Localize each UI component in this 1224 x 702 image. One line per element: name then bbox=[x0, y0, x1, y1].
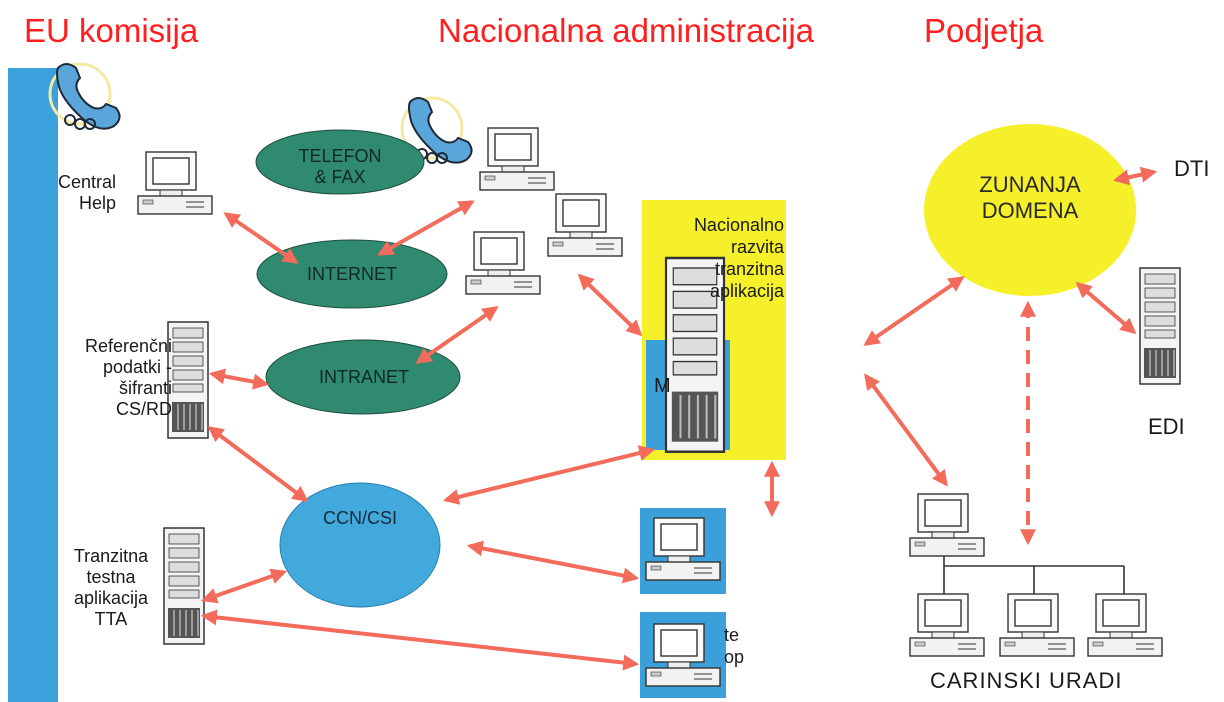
arrow bbox=[466, 540, 640, 584]
ccn-csi-node bbox=[279, 482, 441, 608]
national-app-label: Nacionalno razvita tranzitna aplikacija bbox=[693, 215, 784, 301]
arrow bbox=[200, 568, 288, 604]
arrow bbox=[207, 426, 309, 502]
arrow bbox=[200, 609, 640, 671]
internet-label: INTERNET bbox=[307, 264, 397, 284]
national-computer-icon bbox=[547, 193, 623, 257]
zunanja-domena-label: ZUNANJA DOMENA bbox=[979, 172, 1081, 223]
terminal-box-fragment: te op bbox=[724, 625, 745, 667]
national-administration-header: Nacionalna administracija bbox=[438, 12, 815, 49]
customs-offices-label: CARINSKI URADI bbox=[930, 668, 1123, 693]
reference-data-server-icon bbox=[167, 321, 209, 439]
tta-label: Tranzitna testna aplikacija TTA bbox=[73, 546, 149, 629]
dti-label: DTI bbox=[1174, 156, 1210, 181]
central-help-computer-icon bbox=[137, 151, 213, 215]
national-computer-icon bbox=[465, 231, 541, 295]
internet-node bbox=[256, 239, 448, 309]
companies-header: Podjetja bbox=[924, 12, 1044, 49]
tta-server-icon bbox=[163, 527, 205, 645]
arrow bbox=[1075, 281, 1137, 335]
blue-box-fragment: M bbox=[654, 375, 671, 397]
telefon-fax-node bbox=[255, 129, 425, 195]
eu-commission-header: EU komisija bbox=[24, 12, 199, 49]
customs-network-lines bbox=[943, 556, 1125, 594]
edi-label: EDI bbox=[1148, 414, 1185, 439]
arrow bbox=[415, 306, 499, 364]
edi-server-icon bbox=[1139, 267, 1181, 385]
arrow bbox=[223, 212, 299, 264]
connection-arrows bbox=[200, 166, 1158, 671]
telefon-fax-label: TELEFON & FAX bbox=[298, 146, 382, 187]
arrow bbox=[377, 200, 475, 256]
eu-backbone-bar bbox=[8, 68, 58, 702]
arrow bbox=[864, 373, 948, 487]
customs-office-computer-icon bbox=[909, 493, 985, 557]
intranet-label: INTRANET bbox=[319, 367, 409, 387]
national-computer-icon bbox=[479, 127, 555, 191]
arrow bbox=[577, 273, 643, 337]
reference-data-label: Referenčni podatki - šifranti CS/RD bbox=[84, 336, 172, 419]
arrow bbox=[208, 368, 270, 390]
ccn-csi-label: CCN/CSI bbox=[322, 508, 397, 528]
arrow bbox=[442, 445, 656, 505]
telephone-icon bbox=[48, 62, 122, 131]
arrow bbox=[1112, 166, 1158, 186]
zunanja-domena-node bbox=[924, 124, 1136, 296]
customs-office-computer-icon bbox=[909, 593, 985, 657]
customs-office-computer-icon bbox=[999, 593, 1075, 657]
central-help-label: Central Help bbox=[58, 172, 117, 213]
customs-office-computer-icon bbox=[1087, 593, 1163, 657]
arrow bbox=[863, 276, 965, 346]
